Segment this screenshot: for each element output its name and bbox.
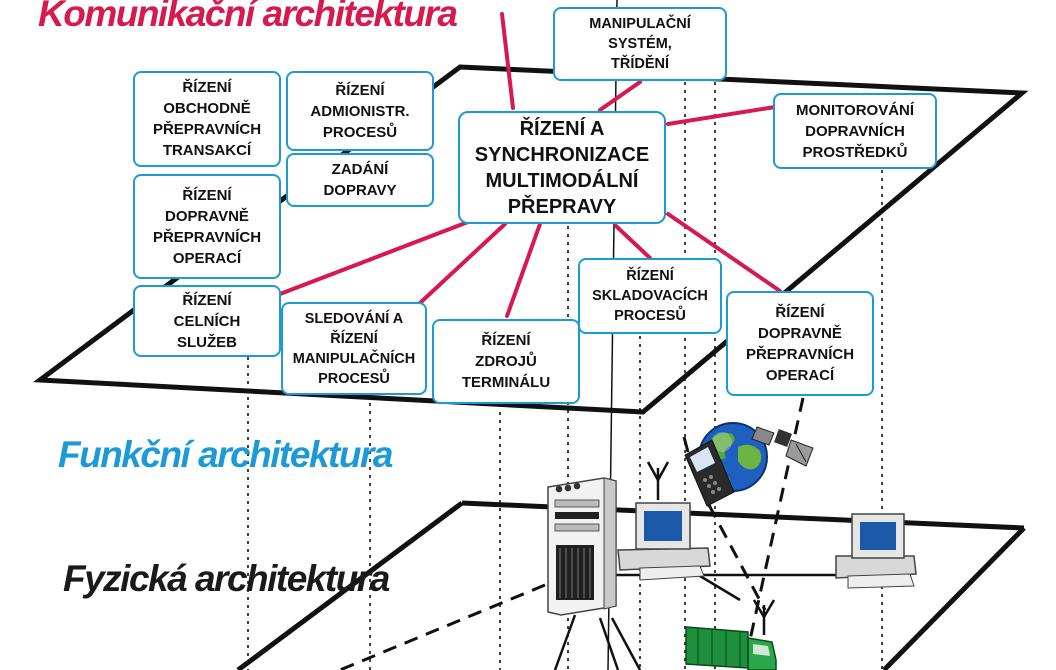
box-customs-services: ŘÍZENÍ CELNÍCH SLUŽEB (133, 285, 281, 357)
physical-architecture-title: Fyzická architektura (63, 558, 390, 599)
box-trade-transactions: ŘÍZENÍ OBCHODNĚ PŘEPRAVNÍCH TRANSAKCÍ (133, 71, 281, 167)
communication-connectors (278, 12, 782, 318)
antenna-icon (752, 599, 776, 635)
workstation-icon (617, 502, 711, 581)
workstation-icon (835, 513, 917, 589)
mobile-phone-icon (682, 436, 735, 507)
communication-architecture-title: Komunikační architektura (38, 0, 458, 34)
box-warehouse-processes: ŘÍZENÍ SKLADOVACÍCH PROCESŮ (578, 258, 722, 334)
box-multimodal-sync: ŘÍZENÍ A SYNCHRONIZACE MULTIMODÁLNÍ PŘEP… (458, 111, 666, 224)
box-handling-tracking: SLEDOVÁNÍ A ŘÍZENÍ MANIPULAČNÍCH PROCESŮ (281, 302, 427, 395)
server-icon (547, 477, 617, 616)
box-admin-processes: ŘÍZENÍ ADMIONISTR. PROCESŮ (286, 71, 434, 151)
box-transport-operations-left: ŘÍZENÍ DOPRAVNĚ PŘEPRAVNÍCH OPERACÍ (133, 174, 281, 279)
box-terminal-resources: ŘÍZENÍ ZDROJŮ TERMINÁLU (432, 319, 580, 404)
functional-architecture-title: Funkční architektura (58, 434, 393, 475)
box-vehicle-monitoring: MONITOROVÁNÍ DOPRAVNÍCH PROSTŘEDKŮ (773, 93, 937, 169)
box-transport-order: ZADÁNÍ DOPRAVY (286, 153, 434, 207)
box-transport-operations-right: ŘÍZENÍ DOPRAVNĚ PŘEPRAVNÍCH OPERACÍ (726, 291, 874, 396)
wireless-links (339, 397, 805, 670)
truck-icon (685, 626, 777, 670)
box-manipulation-system: MANIPULAČNÍ SYSTÉM, TŘÍDĚNÍ (553, 7, 727, 81)
antenna-icon (646, 461, 670, 500)
satellite-icon (751, 426, 814, 467)
